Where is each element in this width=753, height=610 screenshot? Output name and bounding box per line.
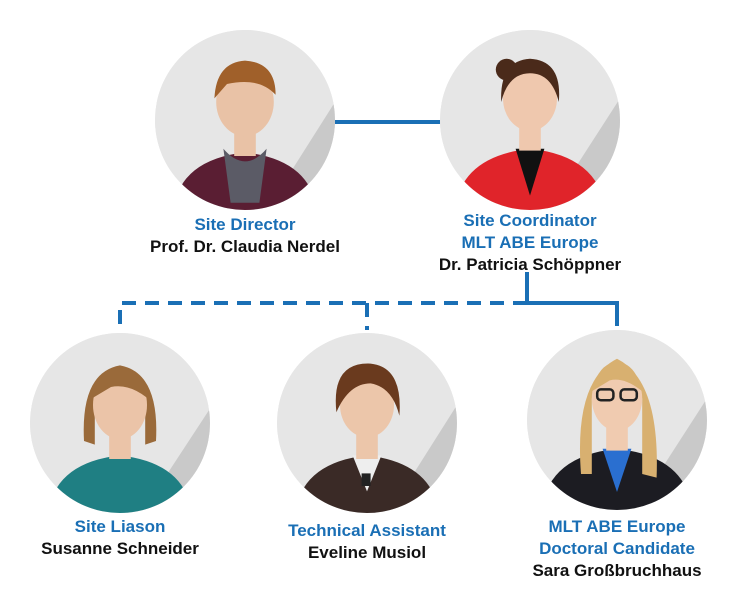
connector-coordinator-candidate [525, 272, 619, 326]
person-avatar-icon [155, 30, 335, 210]
person-avatar-icon [527, 330, 707, 510]
label-director: Site Director Prof. Dr. Claudia Nerdel [105, 214, 385, 258]
portrait-assistant [277, 333, 457, 513]
role-coordinator-line1: Site Coordinator [463, 211, 597, 230]
portrait-coordinator [440, 30, 620, 210]
role-director-line1: Site Director [194, 215, 296, 234]
name-coordinator: Dr. Patricia Schöppner [438, 255, 622, 274]
role-candidate-line2: Doctoral Candidate [539, 539, 695, 558]
label-liason: Site Liason Susanne Schneider [0, 516, 260, 560]
role-candidate-line1: MLT ABE Europe [548, 517, 686, 536]
role-coordinator-line2: MLT ABE Europe [461, 233, 599, 252]
name-liason: Susanne Schneider [41, 539, 199, 558]
label-coordinator: Site Coordinator MLT ABE Europe Dr. Patr… [390, 210, 670, 276]
label-candidate: MLT ABE Europe Doctoral Candidate Sara G… [477, 516, 753, 582]
label-assistant: Technical Assistant Eveline Musiol [227, 520, 507, 564]
name-director: Prof. Dr. Claudia Nerdel [150, 237, 340, 256]
portrait-candidate [527, 330, 707, 510]
person-avatar-icon [277, 333, 457, 513]
person-avatar-icon [30, 333, 210, 513]
role-assistant-line1: Technical Assistant [288, 521, 446, 540]
connector-coordinator-staff [118, 301, 527, 330]
portrait-liason [30, 333, 210, 513]
name-assistant: Eveline Musiol [307, 543, 427, 562]
role-liason-line1: Site Liason [74, 517, 166, 536]
person-avatar-icon [440, 30, 620, 210]
name-candidate: Sara Großbruchhaus [532, 561, 702, 580]
portrait-director [155, 30, 335, 210]
